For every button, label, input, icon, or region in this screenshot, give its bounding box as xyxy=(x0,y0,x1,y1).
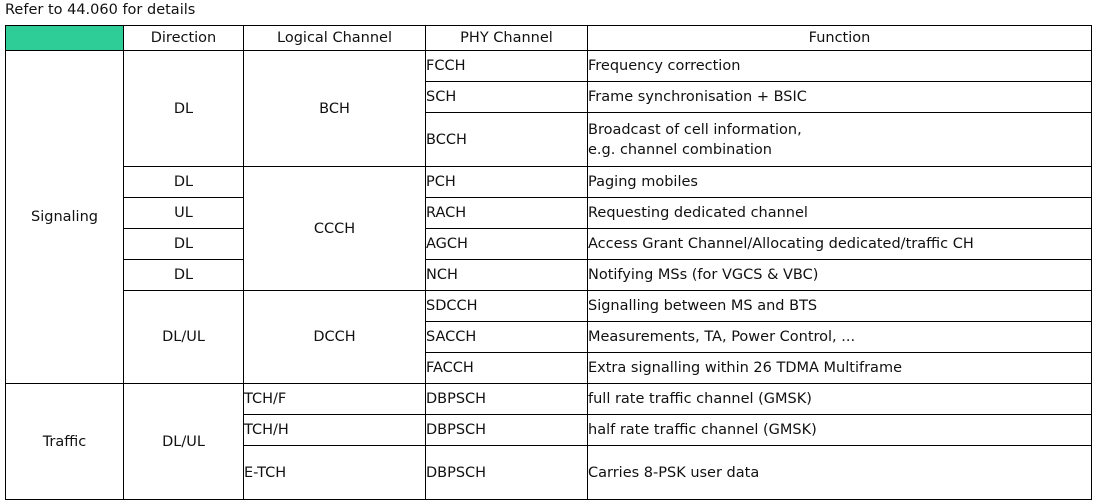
cell-phy-fcch: FCCH xyxy=(425,50,588,82)
table-row: DL AGCH Access Grant Channel/Allocating … xyxy=(6,228,1092,260)
gsm-channel-table: Direction Logical Channel PHY Channel Fu… xyxy=(5,25,1092,500)
cell-direction-pch: DL xyxy=(123,166,244,198)
cell-phy-sdcch: SDCCH xyxy=(425,290,588,322)
cell-function-etch: Carries 8-PSK user data xyxy=(587,445,1092,500)
table-row: DL/UL DCCH SDCCH Signalling between MS a… xyxy=(6,290,1092,384)
cell-function-tchh: half rate traffic channel (GMSK) xyxy=(587,414,1092,446)
cell-phy-bcch: BCCH xyxy=(425,112,588,167)
cell-function-sacch: Measurements, TA, Power Control, ... xyxy=(587,321,1092,353)
table-row: Traffic DL/UL TCH/F DBPSCH full rate tra… xyxy=(5,383,1092,500)
cell-direction-traffic: DL/UL xyxy=(123,383,244,500)
cell-direction-rach: UL xyxy=(123,197,244,229)
cell-phy-rach: RACH xyxy=(425,197,588,229)
cell-function-nch: Notifying MSs (for VGCS & VBC) xyxy=(587,259,1092,291)
cell-phy-agch: AGCH xyxy=(425,228,588,260)
cell-function-sdcch: Signalling between MS and BTS xyxy=(587,290,1092,322)
page-root: Refer to 44.060 for details Direction Lo… xyxy=(5,2,1092,500)
table-body: Signaling DL BCH FCCH Frequency correcti… xyxy=(5,50,1092,500)
cell-logical-ccch: CCCH xyxy=(243,166,426,291)
cell-phy-sch: SCH xyxy=(425,81,588,113)
table-row: BCCH Broadcast of cell information, e.g.… xyxy=(6,112,1092,167)
cell-function-rach: Requesting dedicated channel xyxy=(587,197,1092,229)
column-header-phy-channel: PHY Channel xyxy=(425,25,588,51)
cell-logical-tchf: TCH/F xyxy=(243,383,426,415)
page-caption: Refer to 44.060 for details xyxy=(5,2,196,18)
cell-function-sch: Frame synchronisation + BSIC xyxy=(587,81,1092,113)
cell-direction-agch: DL xyxy=(123,228,244,260)
cell-direction-dcch: DL/UL xyxy=(123,290,244,384)
header-row: Direction Logical Channel PHY Channel Fu… xyxy=(5,25,1092,51)
column-header-logical-channel: Logical Channel xyxy=(243,25,426,51)
cell-phy-facch: FACCH xyxy=(425,352,588,384)
cell-function-pch: Paging mobiles xyxy=(587,166,1092,198)
cell-function-tchf: full rate traffic channel (GMSK) xyxy=(587,383,1092,415)
table-header: Direction Logical Channel PHY Channel Fu… xyxy=(5,25,1092,51)
cell-function-facch: Extra signalling within 26 TDMA Multifra… xyxy=(587,352,1092,384)
table-row: SACCH Measurements, TA, Power Control, .… xyxy=(6,321,1092,353)
table-row: DL NCH Notifying MSs (for VGCS & VBC) xyxy=(6,259,1092,291)
cell-function-fcch: Frequency correction xyxy=(587,50,1092,82)
cell-phy-nch: NCH xyxy=(425,259,588,291)
cell-logical-etch: E-TCH xyxy=(243,445,426,500)
cell-category-traffic: Traffic xyxy=(5,383,124,500)
table-row: UL RACH Requesting dedicated channel xyxy=(6,197,1092,229)
cell-phy-tchf: DBPSCH xyxy=(425,383,588,415)
table-row: Signaling DL BCH FCCH Frequency correcti… xyxy=(5,50,1092,384)
cell-function-bcch: Broadcast of cell information, e.g. chan… xyxy=(587,112,1092,167)
cell-phy-tchh: DBPSCH xyxy=(425,414,588,446)
cell-direction-bch: DL xyxy=(123,50,244,167)
table-row: SCH Frame synchronisation + BSIC xyxy=(6,81,1092,113)
channel-table-container: Direction Logical Channel PHY Channel Fu… xyxy=(5,25,1092,500)
cell-phy-etch: DBPSCH xyxy=(425,445,588,500)
column-header-direction: Direction xyxy=(123,25,244,51)
column-header-function: Function xyxy=(587,25,1092,51)
table-row: DL CCCH PCH Paging mobiles xyxy=(6,166,1092,291)
cell-direction-nch: DL xyxy=(123,259,244,291)
cell-function-agch: Access Grant Channel/Allocating dedicate… xyxy=(587,228,1092,260)
cell-logical-dcch: DCCH xyxy=(243,290,426,384)
cell-logical-bch: BCH xyxy=(243,50,426,167)
cell-logical-tchh: TCH/H xyxy=(243,414,426,446)
cell-category-signaling: Signaling xyxy=(5,50,124,384)
cell-phy-sacch: SACCH xyxy=(425,321,588,353)
cell-phy-pch: PCH xyxy=(425,166,588,198)
column-header-category xyxy=(5,25,124,51)
